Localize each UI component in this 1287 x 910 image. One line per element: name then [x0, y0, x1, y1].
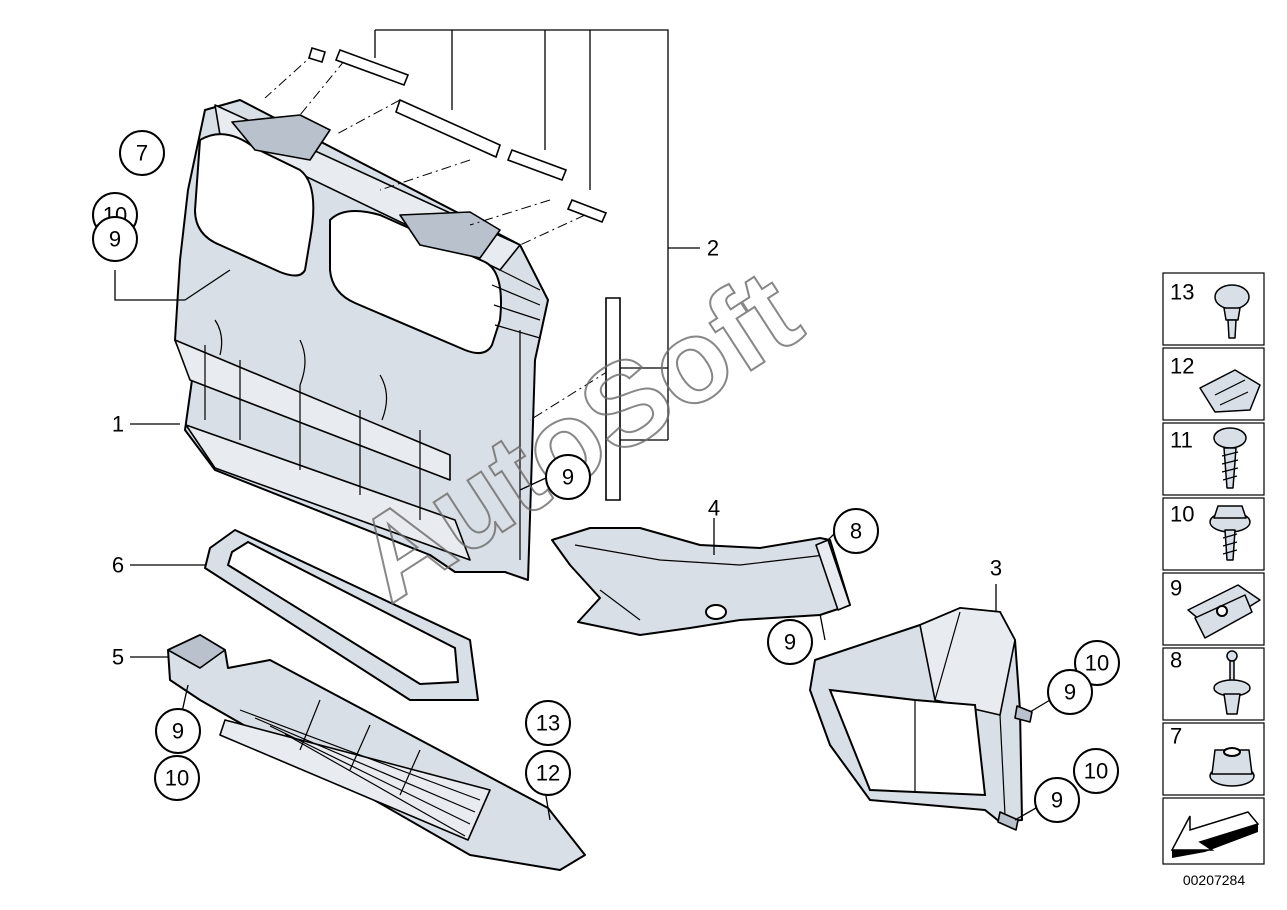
seal-strip-leaders — [264, 29, 700, 501]
hex-collar-nut-icon — [1209, 747, 1255, 787]
callout-10-side-duct-upper: 10 — [1074, 640, 1120, 686]
label-part-4: 4 — [708, 496, 720, 521]
clip-nut-screw-icon — [1214, 284, 1250, 339]
label-part-1: 1 — [112, 412, 124, 437]
diagram-code: 00207284 — [1183, 872, 1246, 888]
svg-text:9: 9 — [109, 227, 121, 252]
svg-text:9: 9 — [1170, 576, 1182, 601]
legend-item-11: 11 — [1162, 422, 1265, 496]
side-air-duct — [809, 607, 1033, 831]
sheet-metal-nut-icon — [1187, 584, 1261, 639]
callout-leaders — [114, 269, 1051, 821]
svg-text:9: 9 — [1064, 680, 1076, 705]
svg-text:9: 9 — [562, 465, 574, 490]
callout-13-underbody: 13 — [525, 700, 571, 746]
svg-text:10: 10 — [1170, 502, 1194, 527]
legend-direction — [1162, 797, 1265, 865]
callout-7-top: 7 — [119, 130, 165, 176]
svg-text:8: 8 — [1170, 648, 1182, 673]
callout-12-underbody: 12 — [525, 750, 571, 796]
callout-9-side-duct-lower: 9 — [1034, 777, 1080, 823]
svg-text:7: 7 — [136, 141, 148, 166]
svg-text:10: 10 — [165, 766, 189, 791]
callouts: 7 10 9 9 8 9 10 9 — [92, 130, 1120, 823]
callout-9-brake-duct: 9 — [767, 619, 813, 665]
label-part-2: 2 — [707, 236, 719, 261]
svg-text:11: 11 — [1170, 428, 1193, 453]
gasket-frame — [204, 529, 479, 701]
callout-9-underbody: 9 — [155, 708, 201, 754]
svg-text:9: 9 — [1051, 788, 1063, 813]
expanding-rivet-icon — [1213, 650, 1251, 715]
svg-text:8: 8 — [850, 519, 862, 544]
svg-text:10: 10 — [1084, 759, 1108, 784]
legend-item-12: 12 — [1162, 347, 1265, 421]
svg-text:9: 9 — [784, 630, 796, 655]
svg-text:9: 9 — [172, 719, 184, 744]
legend-item-13: 13 — [1162, 272, 1265, 346]
svg-text:7: 7 — [1170, 724, 1182, 749]
label-part-5: 5 — [112, 645, 124, 670]
callout-9-top: 9 — [92, 216, 138, 262]
callout-10-side-duct-lower: 10 — [1073, 748, 1119, 794]
callout-8-brake-duct: 8 — [833, 508, 879, 554]
svg-text:13: 13 — [1170, 280, 1194, 305]
legend-item-7: 7 — [1162, 722, 1265, 796]
driving-direction-arrow-icon — [1170, 811, 1260, 858]
callout-10-underbody: 10 — [154, 755, 200, 801]
plain-labels: 1 2 3 4 5 6 — [112, 236, 1002, 670]
legend-item-10: 10 — [1162, 497, 1265, 571]
callout-9-side-duct-upper: 9 — [1047, 669, 1093, 715]
svg-text:12: 12 — [1170, 354, 1194, 379]
legend-item-8: 8 — [1162, 647, 1265, 721]
svg-text:10: 10 — [1085, 651, 1109, 676]
self-tapping-screw-icon — [1213, 427, 1247, 489]
brake-air-duct — [551, 527, 851, 636]
underbody-air-guide — [167, 634, 586, 871]
callout-9-frame-side: 9 — [545, 454, 591, 500]
air-duct-frame — [174, 99, 549, 581]
hex-screw-with-washer-icon — [1209, 505, 1251, 561]
label-part-6: 6 — [112, 553, 124, 578]
label-part-3: 3 — [990, 556, 1002, 581]
fastener-legend: 13 12 11 — [1162, 272, 1265, 888]
svg-text:13: 13 — [536, 711, 560, 736]
svg-text:12: 12 — [536, 761, 560, 786]
spring-nut-icon — [1199, 369, 1261, 413]
legend-item-9: 9 — [1162, 572, 1265, 646]
